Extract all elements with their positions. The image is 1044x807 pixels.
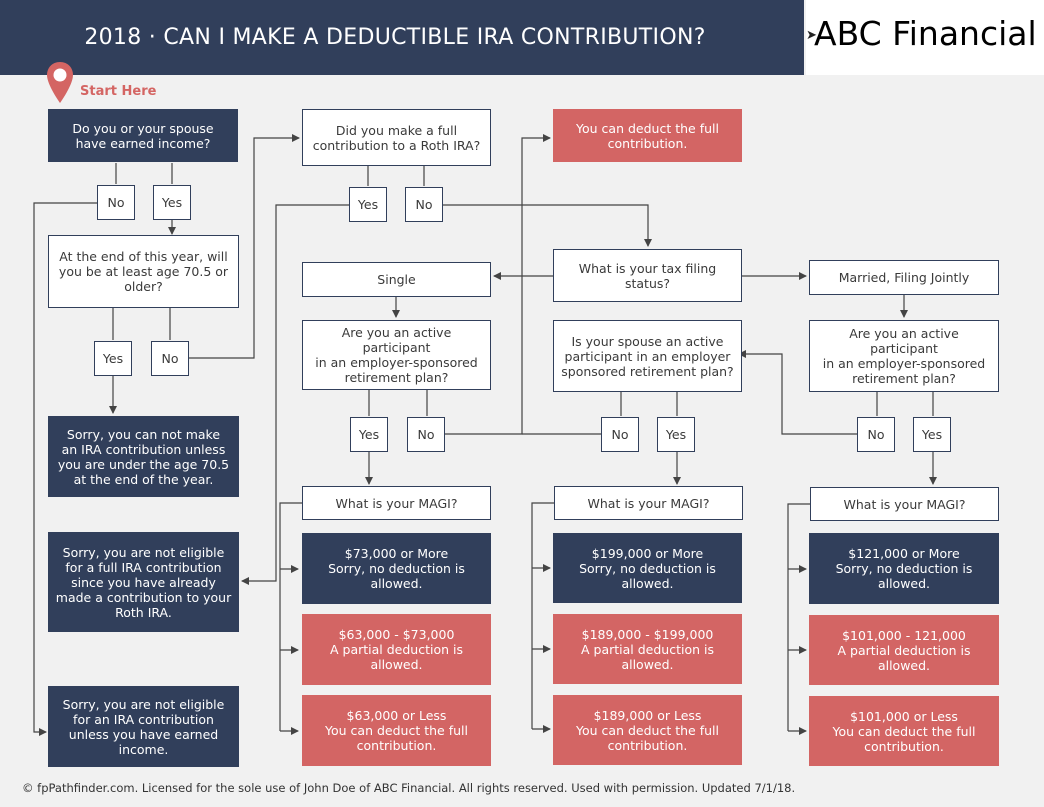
spouse-magi-question: What is your MAGI? — [554, 486, 743, 520]
married-magi-high: $121,000 or More Sorry, no deduction is … — [809, 533, 999, 604]
brand-arrow-icon: ➤ — [806, 28, 817, 43]
age-yes: Yes — [94, 341, 132, 376]
single-magi-question: What is your MAGI? — [302, 486, 491, 520]
single-magi-high: $73,000 or More Sorry, no deduction is a… — [302, 533, 491, 604]
single-magi-low: $63,000 or Less You can deduct the full … — [302, 695, 491, 766]
single-magi-mid: $63,000 - $73,000 A partial deduction is… — [302, 614, 491, 685]
roth-no: No — [405, 187, 443, 222]
earned-income-no: No — [97, 185, 135, 220]
start-here-label: Start Here — [80, 84, 157, 99]
earned-income-question: Do you or your spouse have earned income… — [48, 109, 238, 162]
result-full-deduction-top: You can deduct the full contribution. — [553, 109, 742, 162]
spouse-participant-question: Is your spouse an active participant in … — [553, 320, 742, 392]
result-roth-ineligible: Sorry, you are not eligible for a full I… — [48, 532, 239, 632]
spouse-participant-yes: Yes — [657, 417, 695, 452]
single-participant-question: Are you an active participant in an empl… — [302, 320, 491, 390]
filing-status-question: What is your tax filing status? — [553, 249, 742, 302]
married-magi-mid: $101,000 - 121,000 A partial deduction i… — [809, 615, 999, 685]
result-age-ineligible: Sorry, you can not make an IRA contribut… — [48, 416, 239, 497]
header-bar: 2018 · CAN I MAKE A DEDUCTIBLE IRA CONTR… — [0, 0, 804, 75]
brand-name: ABC Financial — [814, 14, 1037, 53]
spouse-magi-mid: $189,000 - $199,000 A partial deduction … — [553, 614, 742, 684]
brand-panel — [806, 0, 1044, 75]
age-no: No — [151, 341, 189, 376]
single-participant-yes: Yes — [350, 417, 388, 452]
roth-yes: Yes — [349, 187, 387, 222]
married-magi-question: What is your MAGI? — [810, 487, 999, 521]
married-participant-yes: Yes — [913, 417, 951, 452]
age-question: At the end of this year, will you be at … — [48, 235, 239, 308]
married-participant-question: Are you an active participant in an empl… — [809, 320, 999, 392]
filing-married-jointly: Married, Filing Jointly — [809, 260, 999, 295]
earned-income-yes: Yes — [153, 185, 191, 220]
page-title: 2018 · CAN I MAKE A DEDUCTIBLE IRA CONTR… — [84, 25, 706, 50]
location-pin-icon — [47, 62, 73, 103]
spouse-magi-high: $199,000 or More Sorry, no deduction is … — [553, 533, 742, 603]
married-magi-low: $101,000 or Less You can deduct the full… — [809, 696, 999, 766]
spouse-magi-low: $189,000 or Less You can deduct the full… — [553, 695, 742, 765]
single-participant-no: No — [407, 417, 445, 452]
footer-copyright: © fpPathfinder.com. Licensed for the sol… — [22, 781, 796, 795]
filing-single: Single — [302, 262, 491, 297]
roth-question: Did you make a full contribution to a Ro… — [302, 109, 491, 166]
married-participant-no: No — [857, 417, 895, 452]
spouse-participant-no: No — [601, 417, 639, 452]
result-no-earned-income: Sorry, you are not eligible for an IRA c… — [48, 686, 239, 767]
